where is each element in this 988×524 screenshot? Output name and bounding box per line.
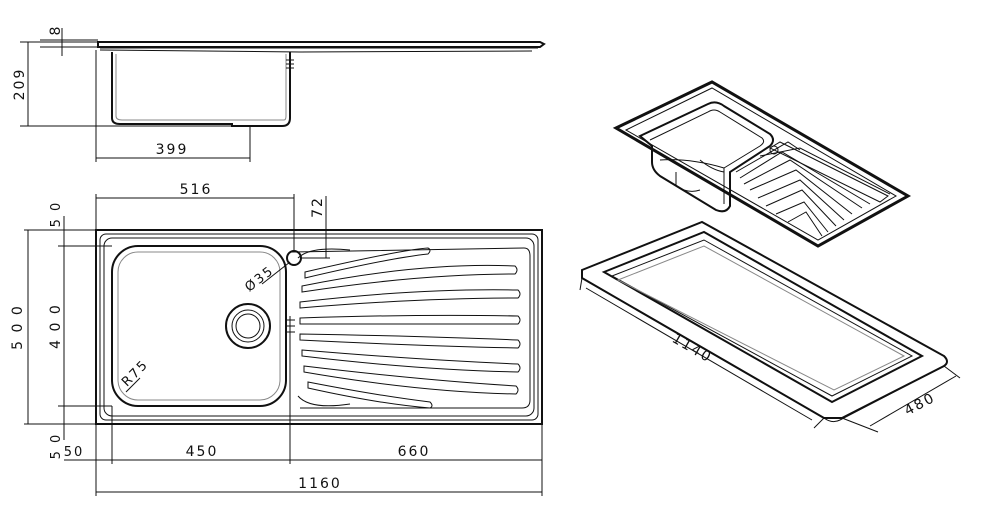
dim-corner-radius: R75 <box>119 357 152 390</box>
dim-rim-thickness: 8 <box>48 25 64 36</box>
dim-total-width: 1160 <box>298 476 342 492</box>
dim-tap-hole-edge: 72 <box>310 196 326 218</box>
dim-total-depth: 5 0 0 <box>10 304 26 350</box>
dim-bowl-width: 450 <box>186 444 219 460</box>
dim-cutout-depth: 480 <box>902 390 938 419</box>
dim-cutout-length: 1140 <box>669 331 715 367</box>
dim-bottom-margin: 5 0 <box>49 433 64 460</box>
dim-tap-hole-diameter: Ø35 <box>242 263 277 295</box>
drainer-ribs <box>299 247 521 409</box>
dim-tap-offset: 516 <box>180 182 213 198</box>
isometric-sink <box>612 80 912 248</box>
cutout-frame: 1140 480 <box>579 220 961 433</box>
dim-drainer-width: 660 <box>398 444 431 460</box>
plan-view: 516 72 Ø35 R75 5 0 0 4 0 0 5 0 5 0 50 45… <box>10 182 543 496</box>
dim-top-margin: 5 0 <box>49 201 64 228</box>
dim-left-margin: 50 <box>64 445 85 460</box>
isometric-drainer-ribs <box>735 141 891 237</box>
side-elevation: 8 209 399 <box>12 25 546 162</box>
dim-depth: 209 <box>12 68 28 101</box>
dim-bowl-width-side: 399 <box>156 142 189 158</box>
dim-bowl-depth: 4 0 0 <box>48 303 64 349</box>
